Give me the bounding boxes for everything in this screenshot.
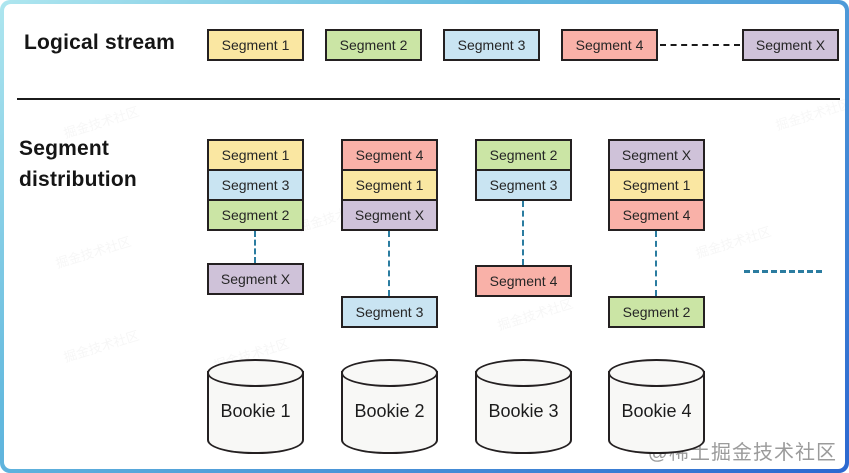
segment-label: Segment 2 bbox=[221, 207, 290, 223]
bookie-label: Bookie 2 bbox=[354, 401, 425, 421]
segment-label: Segment 2 bbox=[489, 147, 558, 163]
segment-distribution-label-line1: Segment bbox=[19, 137, 110, 160]
segment-label: Segment 2 bbox=[622, 304, 691, 320]
logical-stream-label: Logical stream bbox=[24, 31, 176, 54]
segment-label: Segment 1 bbox=[622, 177, 691, 193]
bookie-label: Bookie 4 bbox=[621, 401, 692, 421]
logical-segment-2: Segment 2 bbox=[325, 29, 422, 61]
segment-box: Segment 4 bbox=[341, 139, 438, 171]
segment-label: Segment 4 bbox=[575, 37, 644, 53]
cylinder-top bbox=[475, 359, 572, 387]
bookie-1-cylinder: Bookie 1 bbox=[207, 359, 304, 456]
more-bookies-dashed-line bbox=[744, 270, 822, 273]
logical-stream-dashed-connector bbox=[660, 44, 740, 46]
segment-distribution-label-line2: distribution bbox=[19, 168, 137, 191]
bookie1-segment-stack: Segment 1 Segment 3 Segment 2 bbox=[207, 139, 304, 231]
bookie-3-cylinder: Bookie 3 bbox=[475, 359, 572, 456]
segment-box: Segment 1 bbox=[608, 169, 705, 201]
segment-box: Segment 3 bbox=[341, 296, 438, 328]
logical-segment-x: Segment X bbox=[742, 29, 839, 61]
watermark-faint: 掘金技术社区 bbox=[495, 295, 575, 334]
segment-box: Segment X bbox=[341, 199, 438, 231]
bookie4-segment-stack: Segment X Segment 1 Segment 4 bbox=[608, 139, 705, 231]
segment-label: Segment 2 bbox=[339, 37, 408, 53]
bookie-4-cylinder: Bookie 4 bbox=[608, 359, 705, 456]
segment-box: Segment 4 bbox=[608, 199, 705, 231]
segment-label: Segment X bbox=[755, 37, 826, 53]
segment-label: Segment 3 bbox=[489, 177, 558, 193]
segment-label: Segment 1 bbox=[221, 37, 290, 53]
bookie-2-cylinder: Bookie 2 bbox=[341, 359, 438, 456]
segment-distribution-label: Segment distribution bbox=[19, 133, 137, 195]
logical-segment-1: Segment 1 bbox=[207, 29, 304, 61]
bookie1-dashed-connector bbox=[254, 231, 256, 263]
segment-label: Segment 1 bbox=[355, 177, 424, 193]
segment-box: Segment 2 bbox=[475, 139, 572, 171]
segment-box: Segment 2 bbox=[608, 296, 705, 328]
segment-box: Segment 2 bbox=[207, 199, 304, 231]
watermark-faint: 掘金技术社区 bbox=[53, 233, 133, 272]
segment-label: Segment 3 bbox=[457, 37, 526, 53]
bookie3-segment-stack: Segment 2 Segment 3 bbox=[475, 139, 572, 201]
segment-label: Segment 4 bbox=[489, 273, 558, 289]
segment-label: Segment X bbox=[354, 207, 425, 223]
segment-box: Segment 3 bbox=[207, 169, 304, 201]
cylinder-top bbox=[341, 359, 438, 387]
segment-label: Segment 4 bbox=[355, 147, 424, 163]
segment-label: Segment 4 bbox=[622, 207, 691, 223]
segment-label: Segment X bbox=[621, 147, 692, 163]
watermark-faint: 掘金技术社区 bbox=[61, 327, 141, 366]
segment-box: Segment X bbox=[608, 139, 705, 171]
segment-label: Segment 3 bbox=[355, 304, 424, 320]
segment-label: Segment 3 bbox=[221, 177, 290, 193]
bookie-label: Bookie 1 bbox=[220, 401, 291, 421]
bookie2-dashed-connector bbox=[388, 231, 390, 296]
segment-box: Segment 1 bbox=[341, 169, 438, 201]
segment-box: Segment X bbox=[207, 263, 304, 295]
segment-label: Segment X bbox=[220, 271, 291, 287]
logical-segment-4: Segment 4 bbox=[561, 29, 658, 61]
segment-box: Segment 3 bbox=[475, 169, 572, 201]
bookie4-dashed-connector bbox=[655, 231, 657, 296]
diagram-panel: 掘金技术社区 掘金技术社区 掘金技术社区 掘金技术社区 掘金技术社区 掘金技术社… bbox=[4, 4, 845, 469]
segment-box: Segment 1 bbox=[207, 139, 304, 171]
bookie2-segment-stack: Segment 4 Segment 1 Segment X bbox=[341, 139, 438, 231]
logical-segment-3: Segment 3 bbox=[443, 29, 540, 61]
bookie3-dashed-connector bbox=[522, 201, 524, 265]
section-divider bbox=[17, 98, 840, 100]
segment-box: Segment 4 bbox=[475, 265, 572, 297]
cylinder-top bbox=[207, 359, 304, 387]
cylinder-top bbox=[608, 359, 705, 387]
segment-label: Segment 1 bbox=[221, 147, 290, 163]
bookie-label: Bookie 3 bbox=[488, 401, 559, 421]
